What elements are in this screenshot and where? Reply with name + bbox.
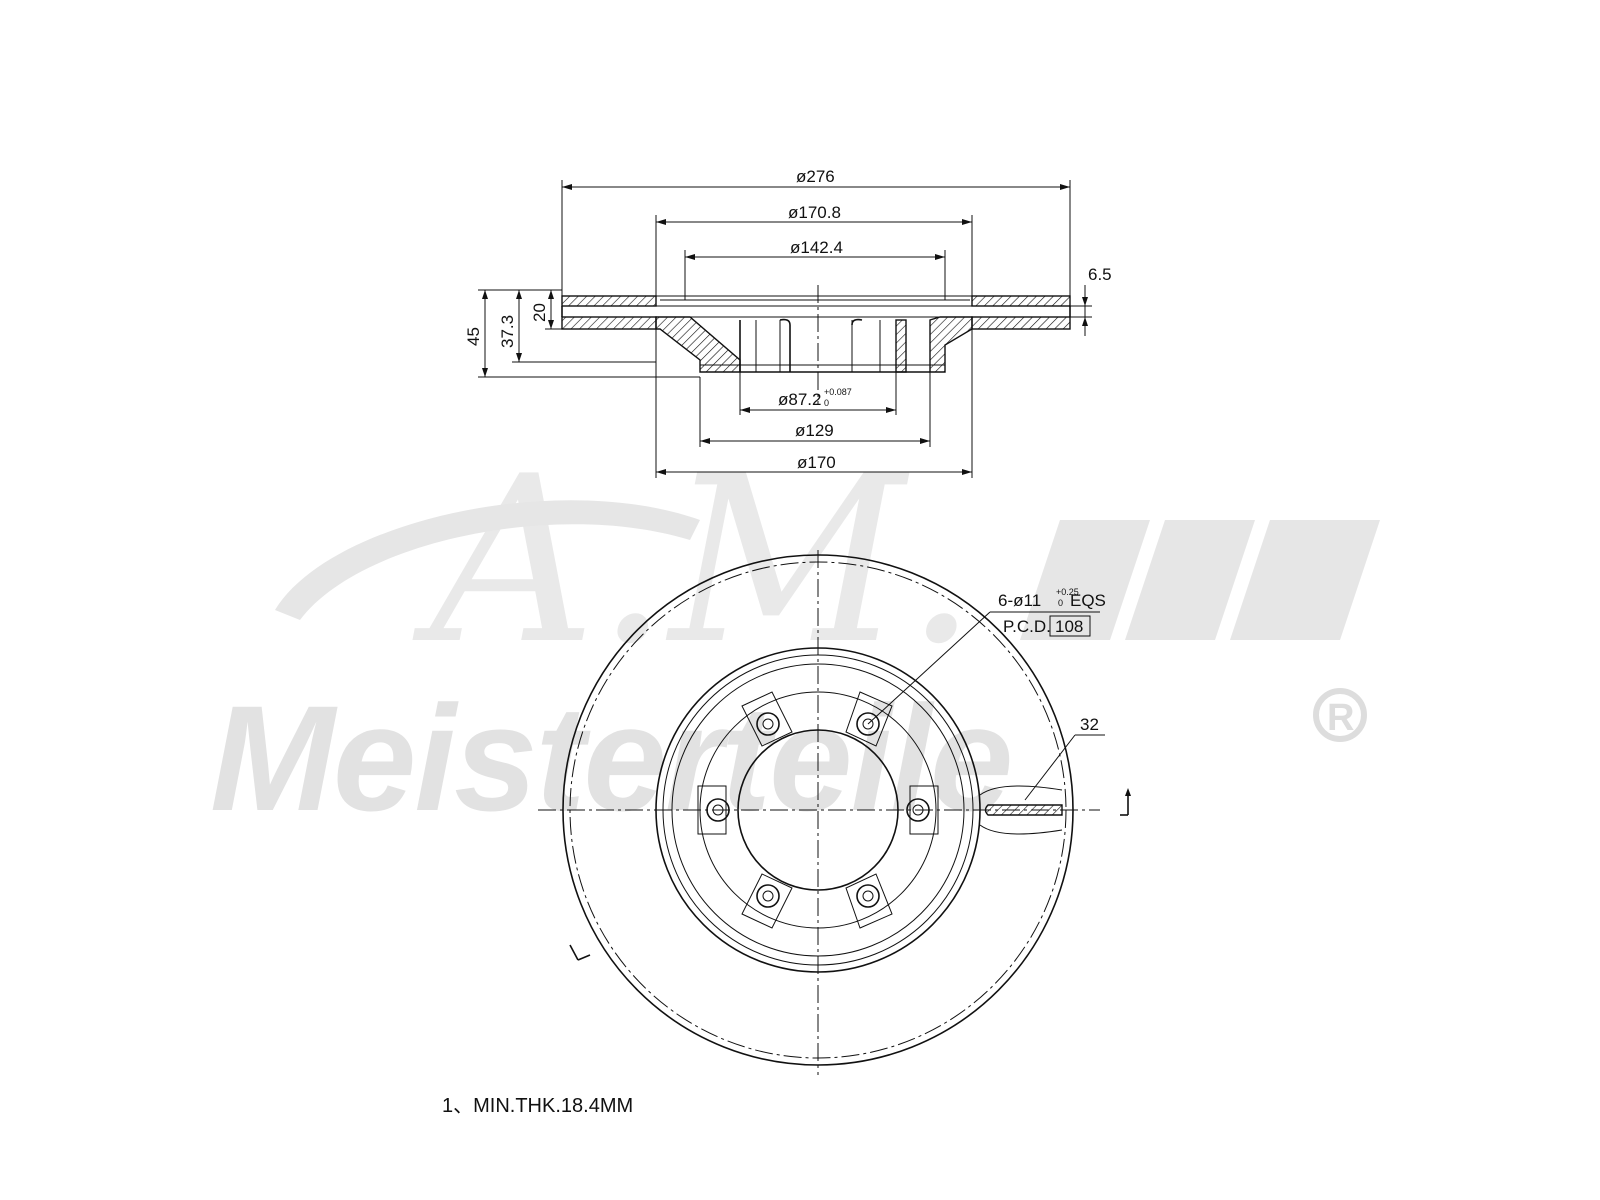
bolt-holes-tol-lower: 0: [1058, 598, 1063, 608]
dim-vent-label: 6.5: [1088, 265, 1112, 284]
dim-hub-diameter-label: ø129: [795, 421, 834, 440]
dim-bore: ø87.2 +0.087 0: [739, 372, 897, 415]
dim-thickness-20-label: 20: [530, 303, 549, 322]
brake-slot: [979, 785, 1063, 835]
dim-slot-width: 32: [1024, 715, 1105, 801]
dim-hub-diameter: ø129: [699, 372, 931, 447]
bolt-hole: [741, 691, 793, 747]
friction-plate-top-left: [561, 295, 657, 307]
registered-mark-icon: [1313, 688, 1367, 742]
bolt-holes-prefix: 6-ø11: [998, 591, 1041, 610]
watermark-brand: Meisterteile: [210, 674, 1011, 842]
bolt-holes-suffix: EQS: [1070, 591, 1106, 610]
dim-slot-width-label: 32: [1080, 715, 1099, 734]
registered-mark-letter: R: [1327, 697, 1354, 739]
pcd-box: [1049, 615, 1091, 637]
dim-friction-outer: ø170.8: [655, 203, 973, 296]
dim-bore-label: ø87.2: [778, 390, 821, 409]
dim-outer-diameter-label: ø276: [796, 167, 835, 186]
friction-plate-bottom-right: [971, 316, 1071, 330]
dim-outer-diameter: ø276: [561, 167, 1071, 296]
dim-total-height-label: 45: [464, 327, 483, 346]
dim-hub-ring-label: ø142.4: [790, 238, 843, 257]
pcd-label: P.C.D.: [1003, 617, 1051, 636]
bolt-holes-tol-upper: +0.25: [1056, 587, 1079, 597]
friction-plate-top-right: [971, 295, 1071, 307]
dim-hat-diameter-label: ø170: [797, 453, 836, 472]
watermark-swoosh: [275, 500, 700, 620]
dim-friction-outer-label: ø170.8: [788, 203, 841, 222]
dim-vent: 6.5: [1070, 265, 1112, 336]
bolt-hole: [741, 873, 793, 929]
dim-hub-ring: ø142.4: [684, 238, 946, 300]
slot-section: [984, 804, 1063, 816]
section-view: ø276 ø170.8 ø142.4 6.5: [464, 167, 1112, 478]
dim-heights: 45 37.3 20: [464, 289, 700, 378]
hub-wall-right: [895, 319, 907, 373]
bolt-hole: [845, 873, 893, 929]
section-marker-right: [1120, 788, 1131, 816]
dim-bore-tol-lower: 0: [824, 398, 829, 408]
dim-hat-diameter: ø170: [655, 329, 973, 478]
dim-height-37-label: 37.3: [498, 315, 517, 348]
dim-bore-tol-upper: +0.087: [824, 387, 852, 397]
section-marker-left: [569, 944, 591, 961]
hat-right-section: [929, 316, 973, 373]
friction-plate-bottom-left: [561, 316, 657, 330]
bolt-hole: [845, 691, 893, 747]
watermark-stripes: [1020, 520, 1380, 640]
minimum-thickness-note: 1、MIN.THK.18.4MM: [442, 1095, 633, 1117]
hat-left-section: [655, 316, 741, 373]
pcd-value: 108: [1055, 617, 1083, 636]
bolt-hole-callout: 6-ø11 +0.25 0 EQS P.C.D. 108: [867, 587, 1106, 725]
watermark-script: A.M.: [412, 428, 978, 695]
front-view: 32 6-ø11 +0.25 0 EQS P.C.D. 108: [538, 550, 1131, 1075]
watermark: A.M. Meisterteile R: [210, 428, 1380, 842]
